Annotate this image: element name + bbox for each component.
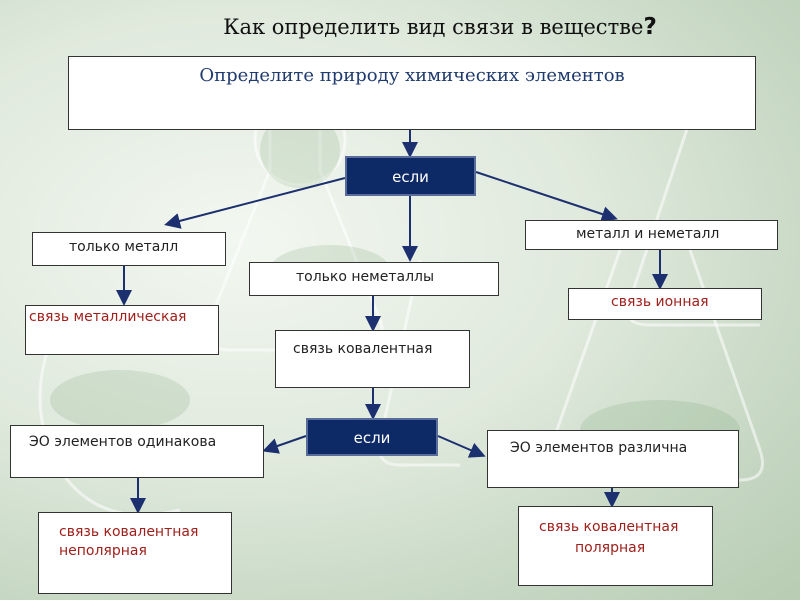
- define-nature-text: Определите природу химических элементов: [199, 65, 625, 86]
- bond-metallic-box: связь металлическая: [25, 305, 219, 355]
- if-box-top: если: [345, 156, 476, 196]
- arrow-to-only-metal: [164, 177, 346, 229]
- eo-same-box: ЭО элементов одинакова: [10, 425, 264, 478]
- eo-diff-box: ЭО элементов различна: [487, 430, 739, 488]
- only-nonmetals-box: только неметаллы: [249, 262, 499, 296]
- covalent-polar-line2: полярная: [575, 540, 646, 556]
- covalent-nonpolar-box: связь ковалентная неполярная: [38, 512, 232, 594]
- arrow-to-metal-nonmetal: [475, 171, 618, 222]
- covalent-polar-line1: связь ковалентная: [539, 519, 679, 535]
- bond-covalent-text: связь ковалентная: [293, 341, 433, 357]
- eo-diff-text: ЭО элементов различна: [510, 440, 688, 456]
- page-title: Как определить вид связи в веществе?: [160, 14, 720, 40]
- define-nature-box: Определите природу химических элементов: [68, 56, 756, 130]
- only-nonmetals-text: только неметаллы: [296, 269, 435, 285]
- only-metal-box: только металл: [32, 232, 226, 266]
- bond-covalent-box: связь ковалентная: [275, 330, 470, 388]
- metal-nonmetal-text: металл и неметалл: [576, 226, 720, 242]
- if-box-bottom: если: [306, 418, 438, 456]
- covalent-polar-box: связь ковалентная полярная: [518, 506, 713, 586]
- bond-ionic-text: связь ионная: [611, 294, 709, 310]
- covalent-nonpolar-line1: связь ковалентная: [59, 524, 199, 540]
- covalent-nonpolar-line2: неполярная: [59, 543, 147, 559]
- page-title-text: Как определить вид связи в веществе: [223, 15, 644, 39]
- eo-same-text: ЭО элементов одинакова: [29, 434, 217, 450]
- only-metal-text: только металл: [69, 239, 179, 255]
- if-label-bottom: если: [353, 429, 391, 447]
- bond-ionic-box: связь ионная: [568, 288, 762, 320]
- bond-metallic-text: связь металлическая: [29, 309, 187, 325]
- metal-nonmetal-box: металл и неметалл: [525, 220, 778, 250]
- arrow-to-eo-diff: [437, 435, 486, 458]
- arrow-to-eo-same: [262, 435, 307, 454]
- if-label-top: если: [392, 168, 429, 186]
- title-question-mark: ?: [643, 14, 657, 40]
